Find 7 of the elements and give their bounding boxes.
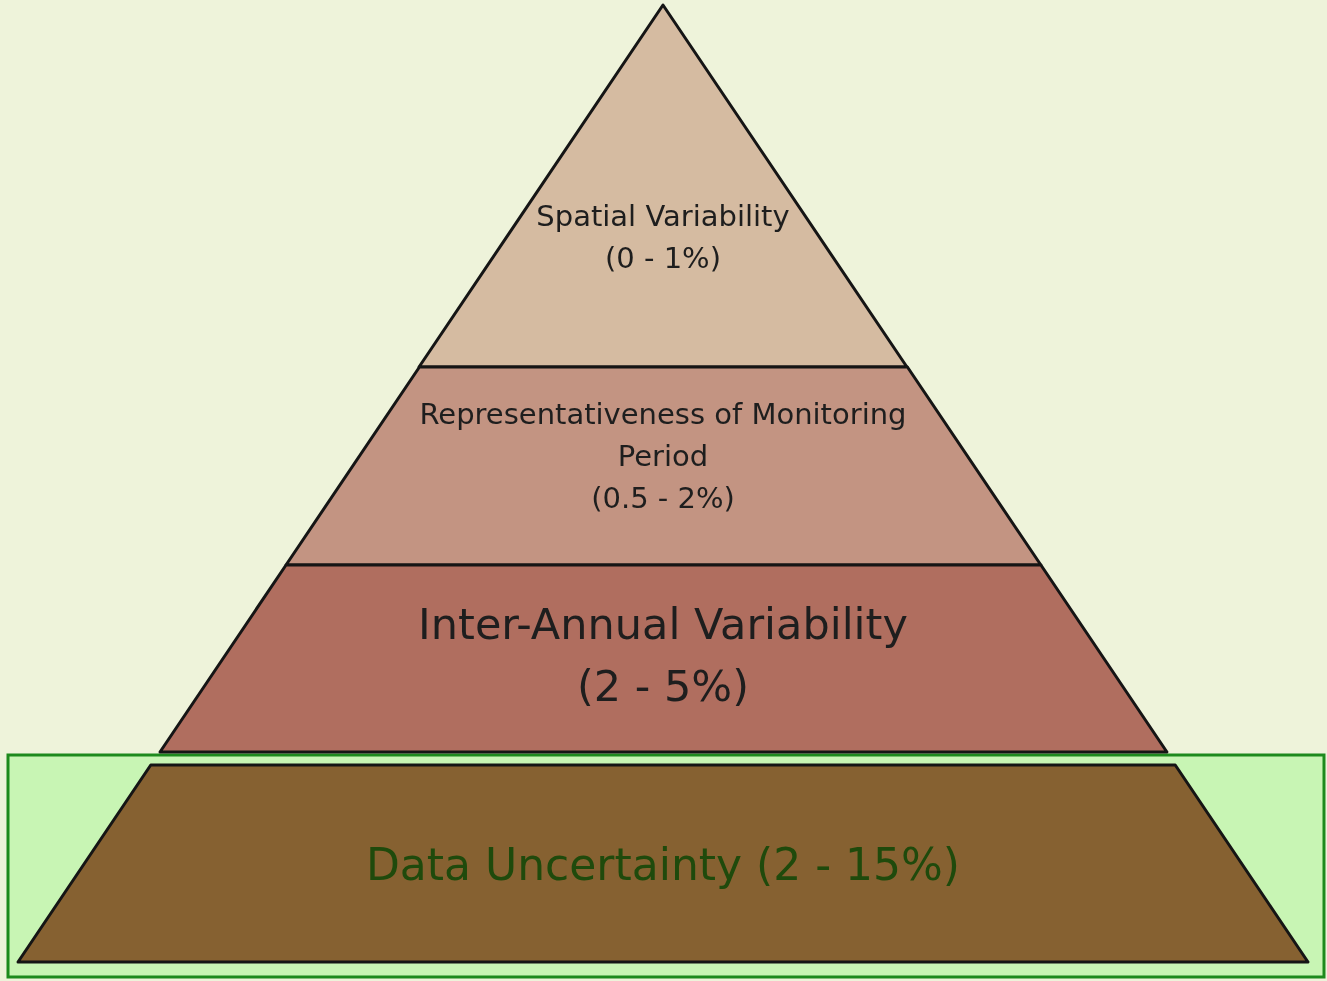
percentage-range: (0 - 1%)	[605, 240, 721, 278]
tier-label: Inter-Annual Variability	[418, 598, 908, 651]
percentage-range: (0.5 - 2%)	[591, 480, 735, 518]
tier-label: Data Uncertainty (2 - 15%)	[365, 838, 961, 892]
tier-label: Representativeness of Monitoring Period	[418, 396, 908, 476]
tier-label: Spatial Variability	[536, 198, 790, 235]
percentage-range: (2 - 5%)	[577, 660, 749, 714]
